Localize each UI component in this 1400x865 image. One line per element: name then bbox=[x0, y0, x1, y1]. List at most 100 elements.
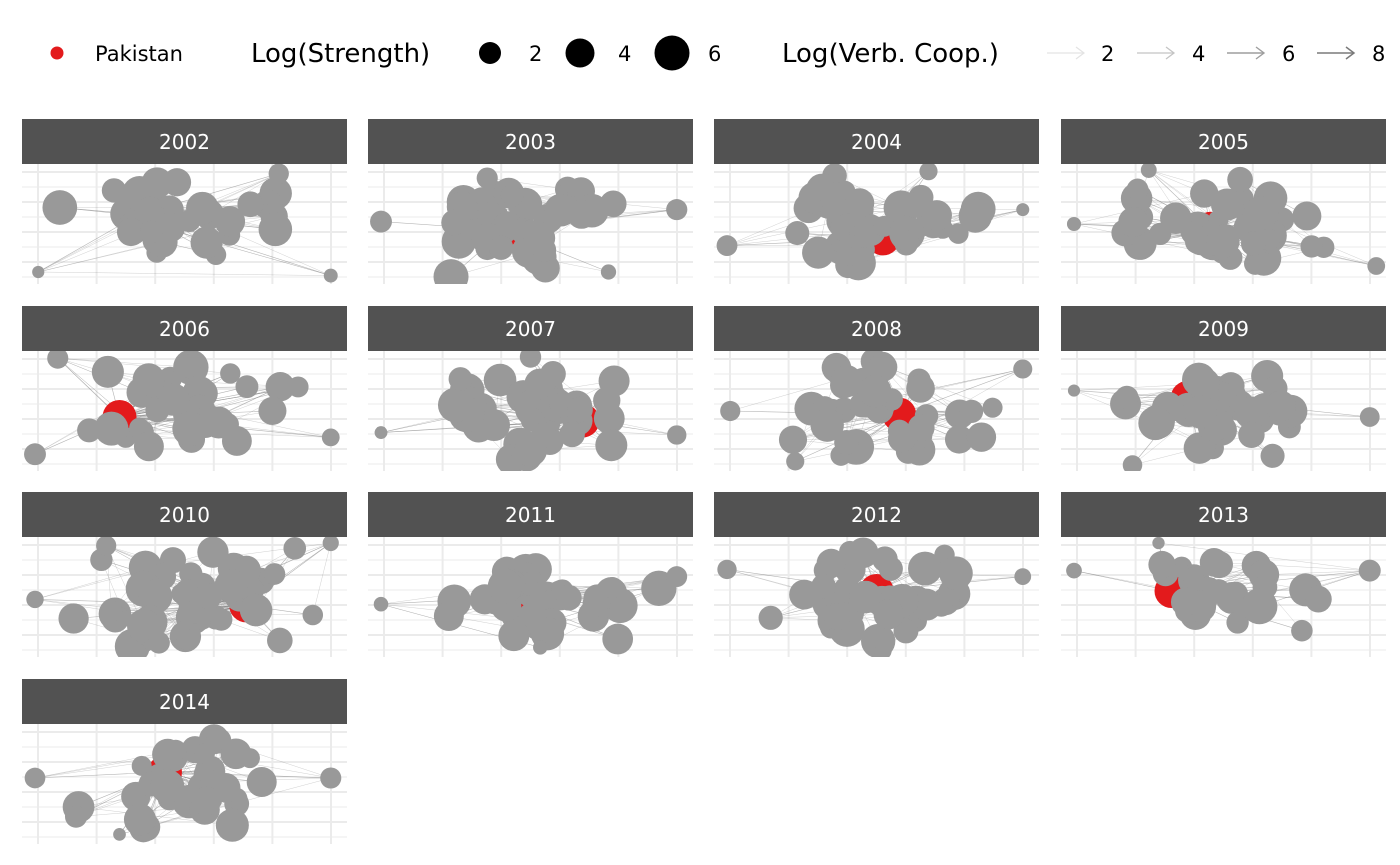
network-node bbox=[220, 363, 241, 384]
network-nodes bbox=[26, 537, 339, 657]
legend-edge-key-6 bbox=[1227, 46, 1266, 60]
network-edge bbox=[487, 177, 568, 190]
network-node bbox=[556, 584, 582, 611]
network-node bbox=[101, 178, 127, 203]
network-edge bbox=[38, 225, 131, 273]
network-node bbox=[544, 193, 578, 227]
facet-strip-label: 2014 bbox=[159, 690, 210, 714]
network-node bbox=[210, 608, 233, 631]
network-node bbox=[487, 568, 523, 604]
network-node bbox=[1148, 550, 1176, 579]
network-node bbox=[433, 259, 469, 284]
network-node bbox=[530, 422, 557, 449]
network-nodes bbox=[720, 351, 1033, 471]
network-node bbox=[323, 268, 338, 283]
network-node bbox=[202, 406, 235, 439]
network-node bbox=[190, 226, 223, 259]
network-node bbox=[322, 537, 339, 552]
network-node bbox=[1206, 224, 1240, 258]
facet-2014: 2014 bbox=[22, 679, 347, 844]
network-node bbox=[237, 191, 264, 218]
network-node bbox=[483, 363, 517, 397]
network-node bbox=[1122, 455, 1143, 471]
network-node bbox=[26, 590, 44, 609]
network-node bbox=[131, 755, 152, 776]
network-node bbox=[1367, 257, 1386, 275]
network-node bbox=[921, 200, 952, 231]
network-node bbox=[717, 559, 737, 580]
facet-panel bbox=[714, 164, 1039, 284]
network-node bbox=[716, 235, 738, 257]
network-nodes bbox=[1067, 359, 1380, 471]
network-node bbox=[1240, 231, 1266, 256]
legend-highlight-key bbox=[50, 46, 64, 60]
network-node bbox=[1358, 559, 1381, 582]
network-node bbox=[373, 596, 389, 612]
network-node bbox=[919, 164, 938, 181]
facet-strip bbox=[1061, 306, 1386, 351]
network-node bbox=[101, 600, 123, 622]
network-node bbox=[268, 164, 289, 184]
network-node bbox=[32, 265, 45, 279]
network-node bbox=[476, 167, 498, 189]
network-node bbox=[929, 594, 953, 617]
legend-edge-key-2 bbox=[1047, 46, 1085, 60]
network-node bbox=[982, 397, 1003, 418]
facet-strip bbox=[368, 492, 693, 537]
legend: Pakistan Log(Strength) 2 4 6 Log(Verb. C… bbox=[50, 35, 1385, 71]
facet-strip-label: 2007 bbox=[505, 317, 556, 341]
facet-panel bbox=[368, 537, 693, 657]
network-node bbox=[1013, 359, 1033, 379]
network-node bbox=[887, 424, 916, 453]
network-node bbox=[944, 425, 974, 454]
network-node bbox=[858, 374, 892, 408]
network-node bbox=[140, 220, 164, 244]
network-node bbox=[235, 375, 259, 399]
network-node bbox=[1234, 396, 1268, 430]
facet-strip bbox=[22, 306, 347, 351]
network-node bbox=[141, 167, 173, 199]
network-node bbox=[147, 631, 170, 654]
network-node bbox=[498, 620, 530, 652]
network-node bbox=[176, 629, 197, 650]
facet-strip-label: 2004 bbox=[851, 130, 902, 154]
facet-panel bbox=[1061, 164, 1386, 284]
network-node bbox=[802, 236, 835, 269]
network-node bbox=[816, 548, 846, 578]
network-node bbox=[524, 368, 556, 400]
network-node bbox=[374, 426, 388, 440]
legend-highlight-label: Pakistan bbox=[95, 42, 183, 66]
facet-panel bbox=[22, 164, 347, 284]
facet-panel bbox=[22, 724, 347, 844]
network-node bbox=[906, 374, 935, 403]
network-edge bbox=[164, 771, 331, 780]
network-node bbox=[1160, 202, 1192, 234]
network-node bbox=[878, 556, 903, 581]
network-node bbox=[94, 411, 129, 446]
network-node bbox=[720, 400, 741, 422]
network-node bbox=[600, 264, 617, 280]
legend-size-label-2: 2 bbox=[529, 42, 542, 66]
network-node bbox=[123, 803, 157, 836]
network-node bbox=[1014, 568, 1032, 585]
network-node bbox=[258, 212, 293, 247]
network-node bbox=[263, 563, 286, 585]
network-edge bbox=[34, 567, 146, 600]
network-node bbox=[1186, 226, 1215, 256]
network-node bbox=[758, 605, 783, 630]
network-node bbox=[283, 537, 307, 560]
network-node bbox=[132, 363, 165, 396]
network-nodes bbox=[374, 351, 687, 471]
network-node bbox=[830, 365, 863, 398]
network-node bbox=[947, 223, 969, 244]
network-node bbox=[215, 808, 249, 842]
facet-strip bbox=[22, 679, 347, 724]
network-node bbox=[176, 354, 201, 379]
network-node bbox=[1066, 216, 1082, 232]
facet-panel bbox=[368, 164, 693, 284]
network-node bbox=[896, 230, 920, 253]
network-node bbox=[137, 579, 173, 614]
network-node bbox=[64, 805, 88, 828]
network-node bbox=[1359, 407, 1380, 427]
network-node bbox=[145, 398, 170, 423]
